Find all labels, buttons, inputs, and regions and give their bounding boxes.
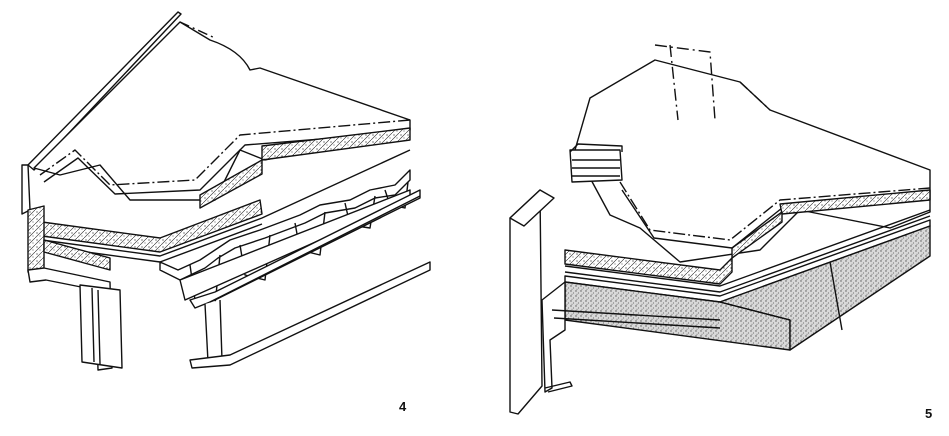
break-line-2 xyxy=(739,81,771,111)
steel-channel-line xyxy=(551,309,721,329)
masonry-wall xyxy=(509,189,543,415)
steel-deck xyxy=(159,169,411,281)
figure-number: 5 xyxy=(925,406,933,421)
vapour-layer xyxy=(564,209,931,287)
i-beam-bottom-flange xyxy=(189,261,431,369)
insulation-band-upper xyxy=(261,127,411,161)
masonry-wall-top xyxy=(509,189,555,227)
membrane-edge-2 xyxy=(43,131,411,195)
break-line xyxy=(179,21,216,39)
insulation-band-step xyxy=(731,211,783,259)
insulation-band-step xyxy=(199,159,263,209)
roof-surface-top xyxy=(33,21,411,201)
parapet-panel xyxy=(27,11,182,171)
steel-channel xyxy=(541,281,566,393)
membrane-edge xyxy=(619,181,931,241)
vapour-layer xyxy=(41,149,411,257)
kerb-membrane xyxy=(569,143,623,153)
roof-surface xyxy=(574,59,931,263)
figure-5: 5 xyxy=(470,0,949,436)
slab-joint xyxy=(719,261,843,331)
parapet-face xyxy=(21,164,31,215)
i-beam-top-flange xyxy=(189,189,421,309)
wall-panel xyxy=(79,284,123,369)
kerb-upstand xyxy=(569,149,623,183)
roof-detail-drawing-4 xyxy=(21,11,431,371)
kerb-strips xyxy=(572,159,620,177)
membrane-edge xyxy=(39,119,411,186)
figure-4: 4 xyxy=(0,0,470,436)
roof-detail-drawing-5 xyxy=(509,44,931,415)
edge-insulation-block-2 xyxy=(43,239,111,271)
wall-panel-joint xyxy=(91,287,101,365)
vapour-layer-2 xyxy=(564,215,931,293)
i-beam-web-line xyxy=(209,195,421,303)
figure-number: 4 xyxy=(399,399,407,414)
steel-channel-foot xyxy=(544,381,573,393)
insulation-band-lower xyxy=(564,249,733,285)
break-line xyxy=(654,44,716,121)
insulation-band-upper xyxy=(779,189,931,215)
i-beam-web xyxy=(204,299,223,363)
deck-plane xyxy=(179,189,411,301)
edge-insulation-block xyxy=(27,205,45,273)
